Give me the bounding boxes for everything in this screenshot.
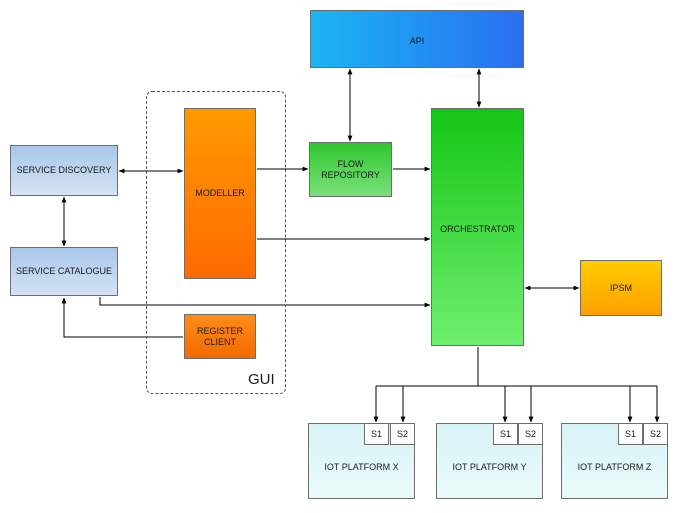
service-discovery-label: SERVICE DISCOVERY — [16, 165, 112, 175]
catalogue-orchestrator-connector — [99, 297, 431, 308]
modeller-node[interactable]: MODELLER — [184, 108, 256, 279]
flow-repository-node[interactable]: FLOW REPOSITORY — [309, 142, 392, 197]
service-discovery-node[interactable]: SERVICE DISCOVERY — [10, 145, 118, 196]
service-catalogue-node[interactable]: SERVICE CATALOGUE — [10, 247, 118, 296]
iot-platform-x-label: IOT PLATFORM X — [324, 462, 399, 472]
platform-y-s1-port[interactable]: S1 — [493, 423, 518, 445]
iot-platform-y-label: IOT PLATFORM Y — [452, 462, 527, 472]
orchestrator-label: ORCHESTRATOR — [440, 224, 515, 234]
api-label: API — [409, 36, 425, 46]
flow-repository-label: FLOW REPOSITORY — [321, 158, 380, 180]
gui-group-boundary — [146, 91, 286, 394]
api-node[interactable]: API — [310, 10, 524, 68]
register-client-label: REGISTER CLIENT — [196, 325, 243, 347]
platform-x-s2-port[interactable]: S2 — [390, 423, 415, 445]
platform-z-s2-port[interactable]: S2 — [643, 423, 668, 445]
register-client-node[interactable]: REGISTER CLIENT — [184, 314, 256, 359]
platform-z-s1-port[interactable]: S1 — [618, 423, 643, 445]
iot-platform-z-label: IOT PLATFORM Z — [577, 462, 652, 472]
orchestrator-node[interactable]: ORCHESTRATOR — [431, 108, 524, 346]
modeller-label: MODELLER — [195, 188, 245, 198]
ipsm-node[interactable]: IPSM — [580, 260, 662, 316]
register-catalogue-connector — [61, 297, 183, 338]
platform-x-s1-port[interactable]: S1 — [364, 423, 389, 445]
gui-group-label: GUI — [248, 371, 275, 388]
service-catalogue-label: SERVICE CATALOGUE — [15, 266, 113, 276]
platform-y-s2-port[interactable]: S2 — [518, 423, 543, 445]
ipsm-label: IPSM — [609, 282, 632, 293]
